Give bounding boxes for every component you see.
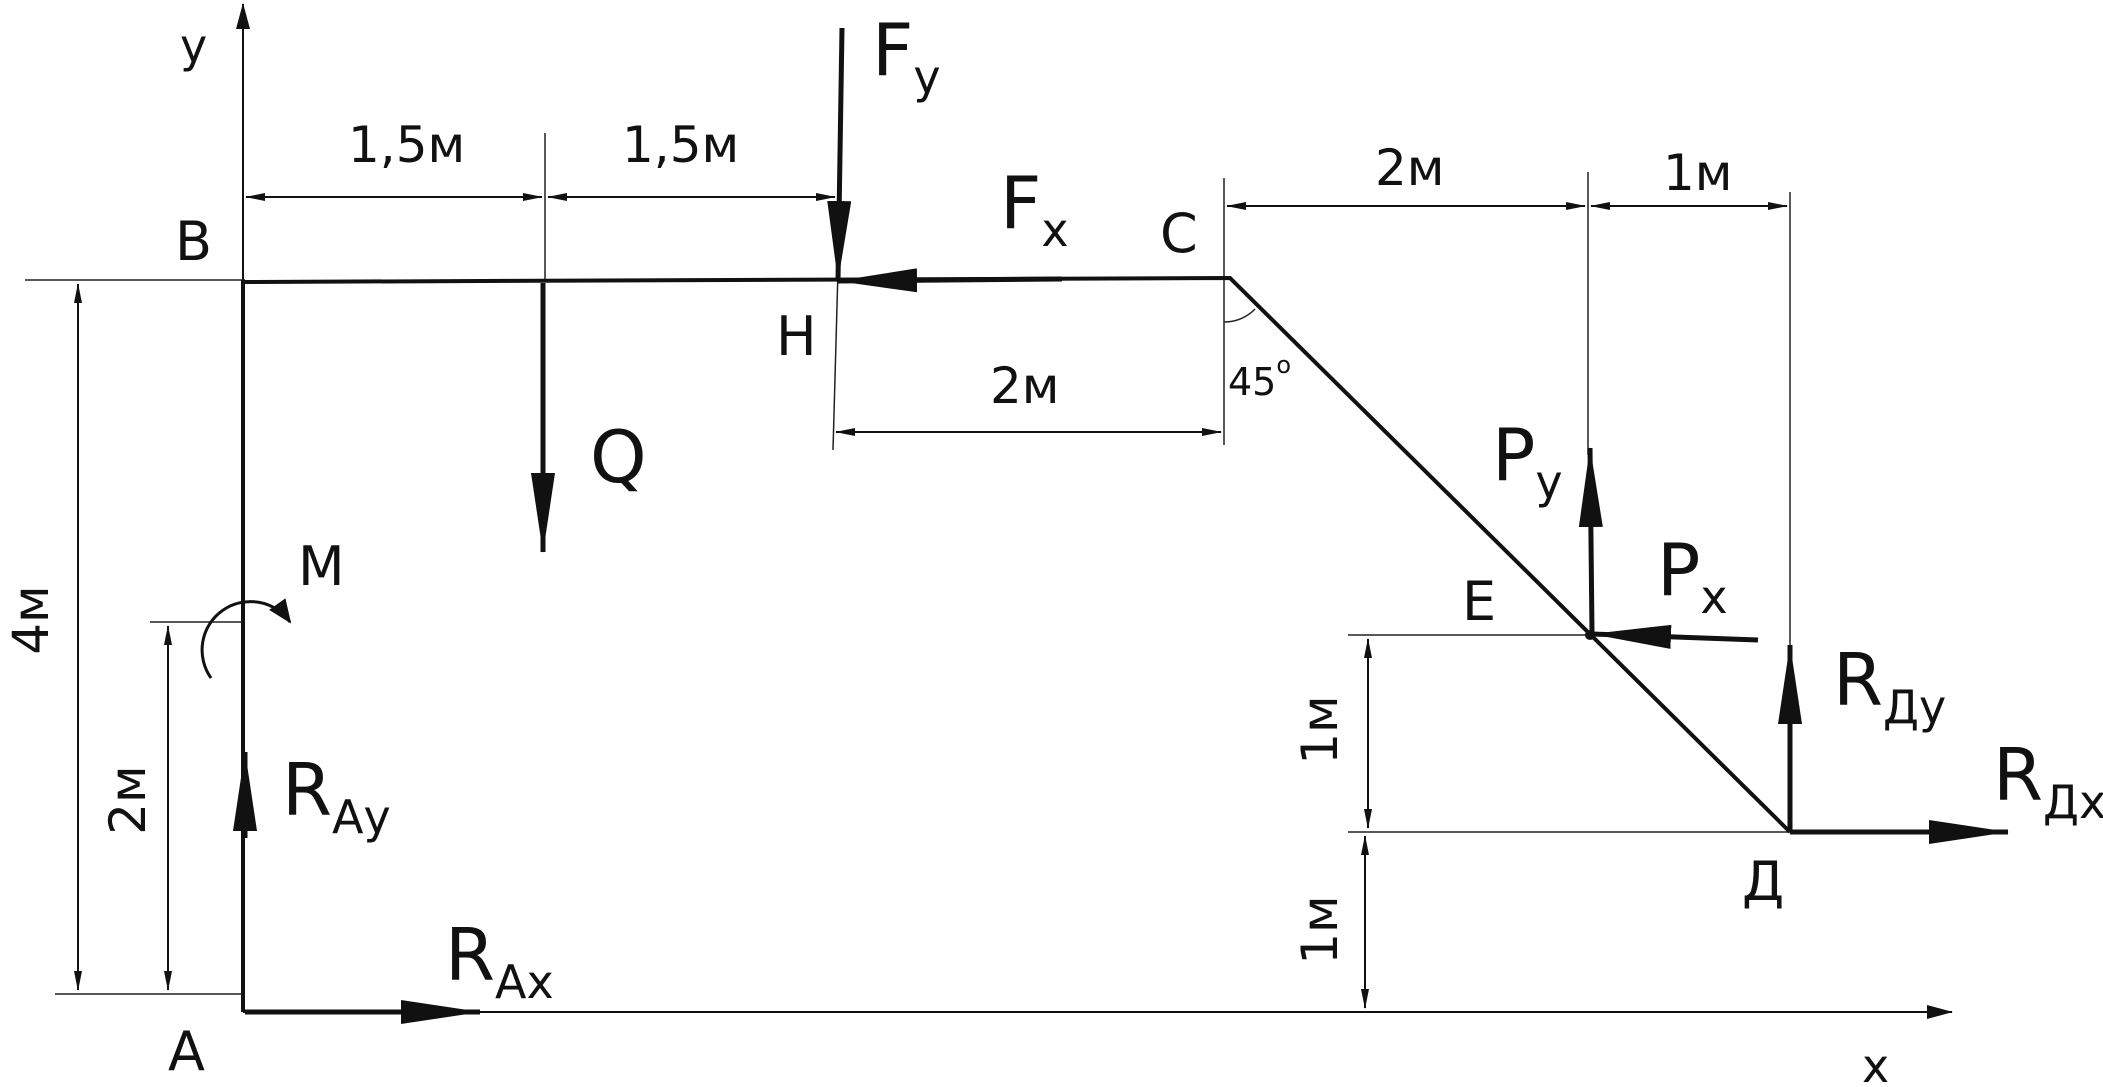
frame-structure xyxy=(241,275,1792,1012)
dim-label-height: 4м xyxy=(2,585,60,655)
dim-label-d-above-x: 1м xyxy=(1291,895,1349,965)
force-label-px: Px xyxy=(1657,528,1728,624)
force-label-fy: Fу xyxy=(872,8,941,104)
dim-label-e-above-d: 1м xyxy=(1291,695,1349,765)
y-axis-label: у xyxy=(180,19,207,73)
force-fy-arrow xyxy=(827,27,852,281)
force-label-rdy: RДу xyxy=(1833,638,1946,734)
force-fx-arrow xyxy=(837,268,1063,293)
force-label-fx: Fx xyxy=(1000,161,1069,257)
force-label-py: Pу xyxy=(1492,413,1563,509)
force-label-ray: RАу xyxy=(282,748,391,844)
dim-label-e-d: 1м xyxy=(1663,144,1733,202)
dim-label-bh-left: 1,5м xyxy=(348,116,465,174)
point-e-dot xyxy=(1585,630,1595,640)
dim-label-c-e: 2м xyxy=(1375,139,1445,197)
point-label-h: H xyxy=(776,305,817,368)
point-label-a: A xyxy=(168,1020,205,1083)
force-px-arrow xyxy=(1591,624,1759,649)
force-label-rax: RAx xyxy=(445,913,554,1009)
dim-label-m-height: 2м xyxy=(99,765,157,835)
dim-label-h-c: 2м xyxy=(990,357,1060,415)
angle-arc xyxy=(1223,308,1256,323)
point-label-b: B xyxy=(175,210,212,273)
angle-label: 45o xyxy=(1228,351,1291,404)
point-label-c: C xyxy=(1160,202,1198,265)
force-py-arrow xyxy=(1578,447,1603,633)
force-label-rdx: RДx xyxy=(1993,733,2103,829)
x-axis-label: x xyxy=(1862,1039,1889,1087)
force-label-m: M xyxy=(298,535,345,598)
dim-label-bh-right: 1,5м xyxy=(622,116,739,174)
extension-line-h xyxy=(832,269,839,451)
moment-arc xyxy=(200,598,292,679)
force-label-q: Q xyxy=(590,415,647,499)
point-label-e: E xyxy=(1462,570,1496,633)
point-label-d: Д xyxy=(1742,850,1784,913)
